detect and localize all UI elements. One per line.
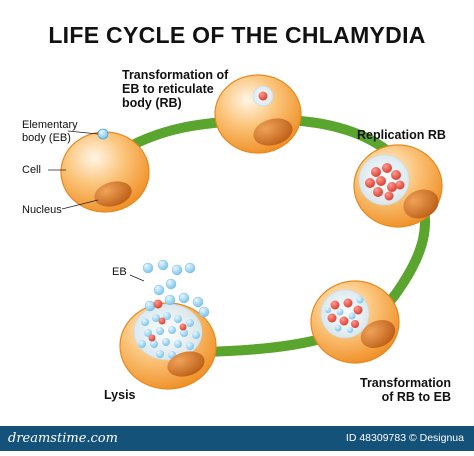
nucleus-5 bbox=[167, 351, 205, 377]
footer-bar: dreamstime.com ID 48309783 © Designua bbox=[0, 426, 474, 451]
eb-label: EB bbox=[112, 266, 127, 278]
reticulate-bodies-3 bbox=[365, 163, 405, 201]
released-reticulate-body bbox=[153, 299, 163, 309]
cell-label: Cell bbox=[22, 164, 41, 176]
page-title: LIFE CYCLE OF THE CHLAMYDIA bbox=[48, 22, 426, 48]
transformation-eb-rb-label: Transformation of EB to reticulate body … bbox=[122, 68, 229, 110]
replication-rb-label: Replication RB bbox=[357, 128, 446, 142]
reticulate-bodies-4 bbox=[327, 298, 363, 328]
reticulate-body-2 bbox=[258, 91, 268, 101]
nucleus-3 bbox=[403, 189, 439, 219]
cell-lysis bbox=[119, 259, 217, 390]
transformation-rb-eb-label: Transformation of RB to EB bbox=[360, 376, 451, 404]
nucleus-2 bbox=[253, 118, 293, 146]
lysis-label: Lysis bbox=[104, 388, 136, 402]
cell-replication bbox=[353, 144, 443, 228]
cell-initial bbox=[60, 128, 150, 213]
elementary-body-label: Elementary body (EB) bbox=[22, 119, 78, 144]
cell-transformation-rb-eb bbox=[310, 280, 400, 364]
cell-transformation-eb-rb bbox=[214, 74, 302, 154]
leader-lines bbox=[48, 130, 145, 282]
elementary-bodies-5 bbox=[138, 312, 200, 359]
released-elementary-bodies bbox=[142, 259, 210, 318]
nucleus-1 bbox=[94, 181, 132, 207]
image-credit: ID 48309783 © Designua bbox=[345, 432, 464, 444]
elementary-bodies-4 bbox=[325, 296, 364, 333]
elementary-body-1 bbox=[97, 128, 109, 140]
reticulate-bodies-5 bbox=[148, 317, 187, 342]
nucleus-label: Nucleus bbox=[22, 204, 62, 216]
nucleus-4 bbox=[360, 319, 396, 349]
dreamstime-logo[interactable]: dreamstime.com bbox=[8, 431, 118, 446]
